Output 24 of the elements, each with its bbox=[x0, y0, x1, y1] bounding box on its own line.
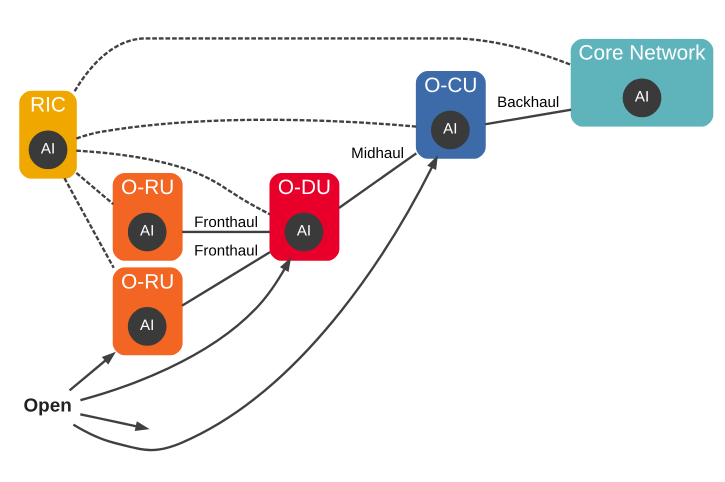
arrow bbox=[68, 352, 116, 392]
connector bbox=[182, 251, 271, 307]
node-circle: AI bbox=[622, 78, 662, 118]
connector bbox=[76, 172, 114, 205]
connector bbox=[63, 178, 115, 268]
node-circle: AI bbox=[284, 212, 324, 252]
node-circle: AI bbox=[28, 130, 68, 170]
connector bbox=[74, 37, 572, 92]
node-circle: AI bbox=[430, 110, 470, 150]
arrow bbox=[80, 257, 292, 402]
connector bbox=[182, 230, 270, 234]
edge-label: Midhaul bbox=[351, 145, 404, 162]
edge-label: Fronthaul bbox=[194, 242, 258, 260]
edge-label: Backhaul bbox=[497, 94, 560, 112]
node-circle: AI bbox=[128, 212, 167, 252]
connector bbox=[338, 152, 417, 209]
node-text: Open bbox=[23, 395, 72, 416]
connector bbox=[76, 118, 416, 140]
node-circle: AI bbox=[128, 307, 167, 346]
connector bbox=[485, 108, 572, 126]
arrow bbox=[80, 413, 150, 431]
arrow bbox=[72, 155, 438, 452]
edge-label: Fronthaul bbox=[194, 214, 258, 232]
connector bbox=[76, 150, 270, 216]
